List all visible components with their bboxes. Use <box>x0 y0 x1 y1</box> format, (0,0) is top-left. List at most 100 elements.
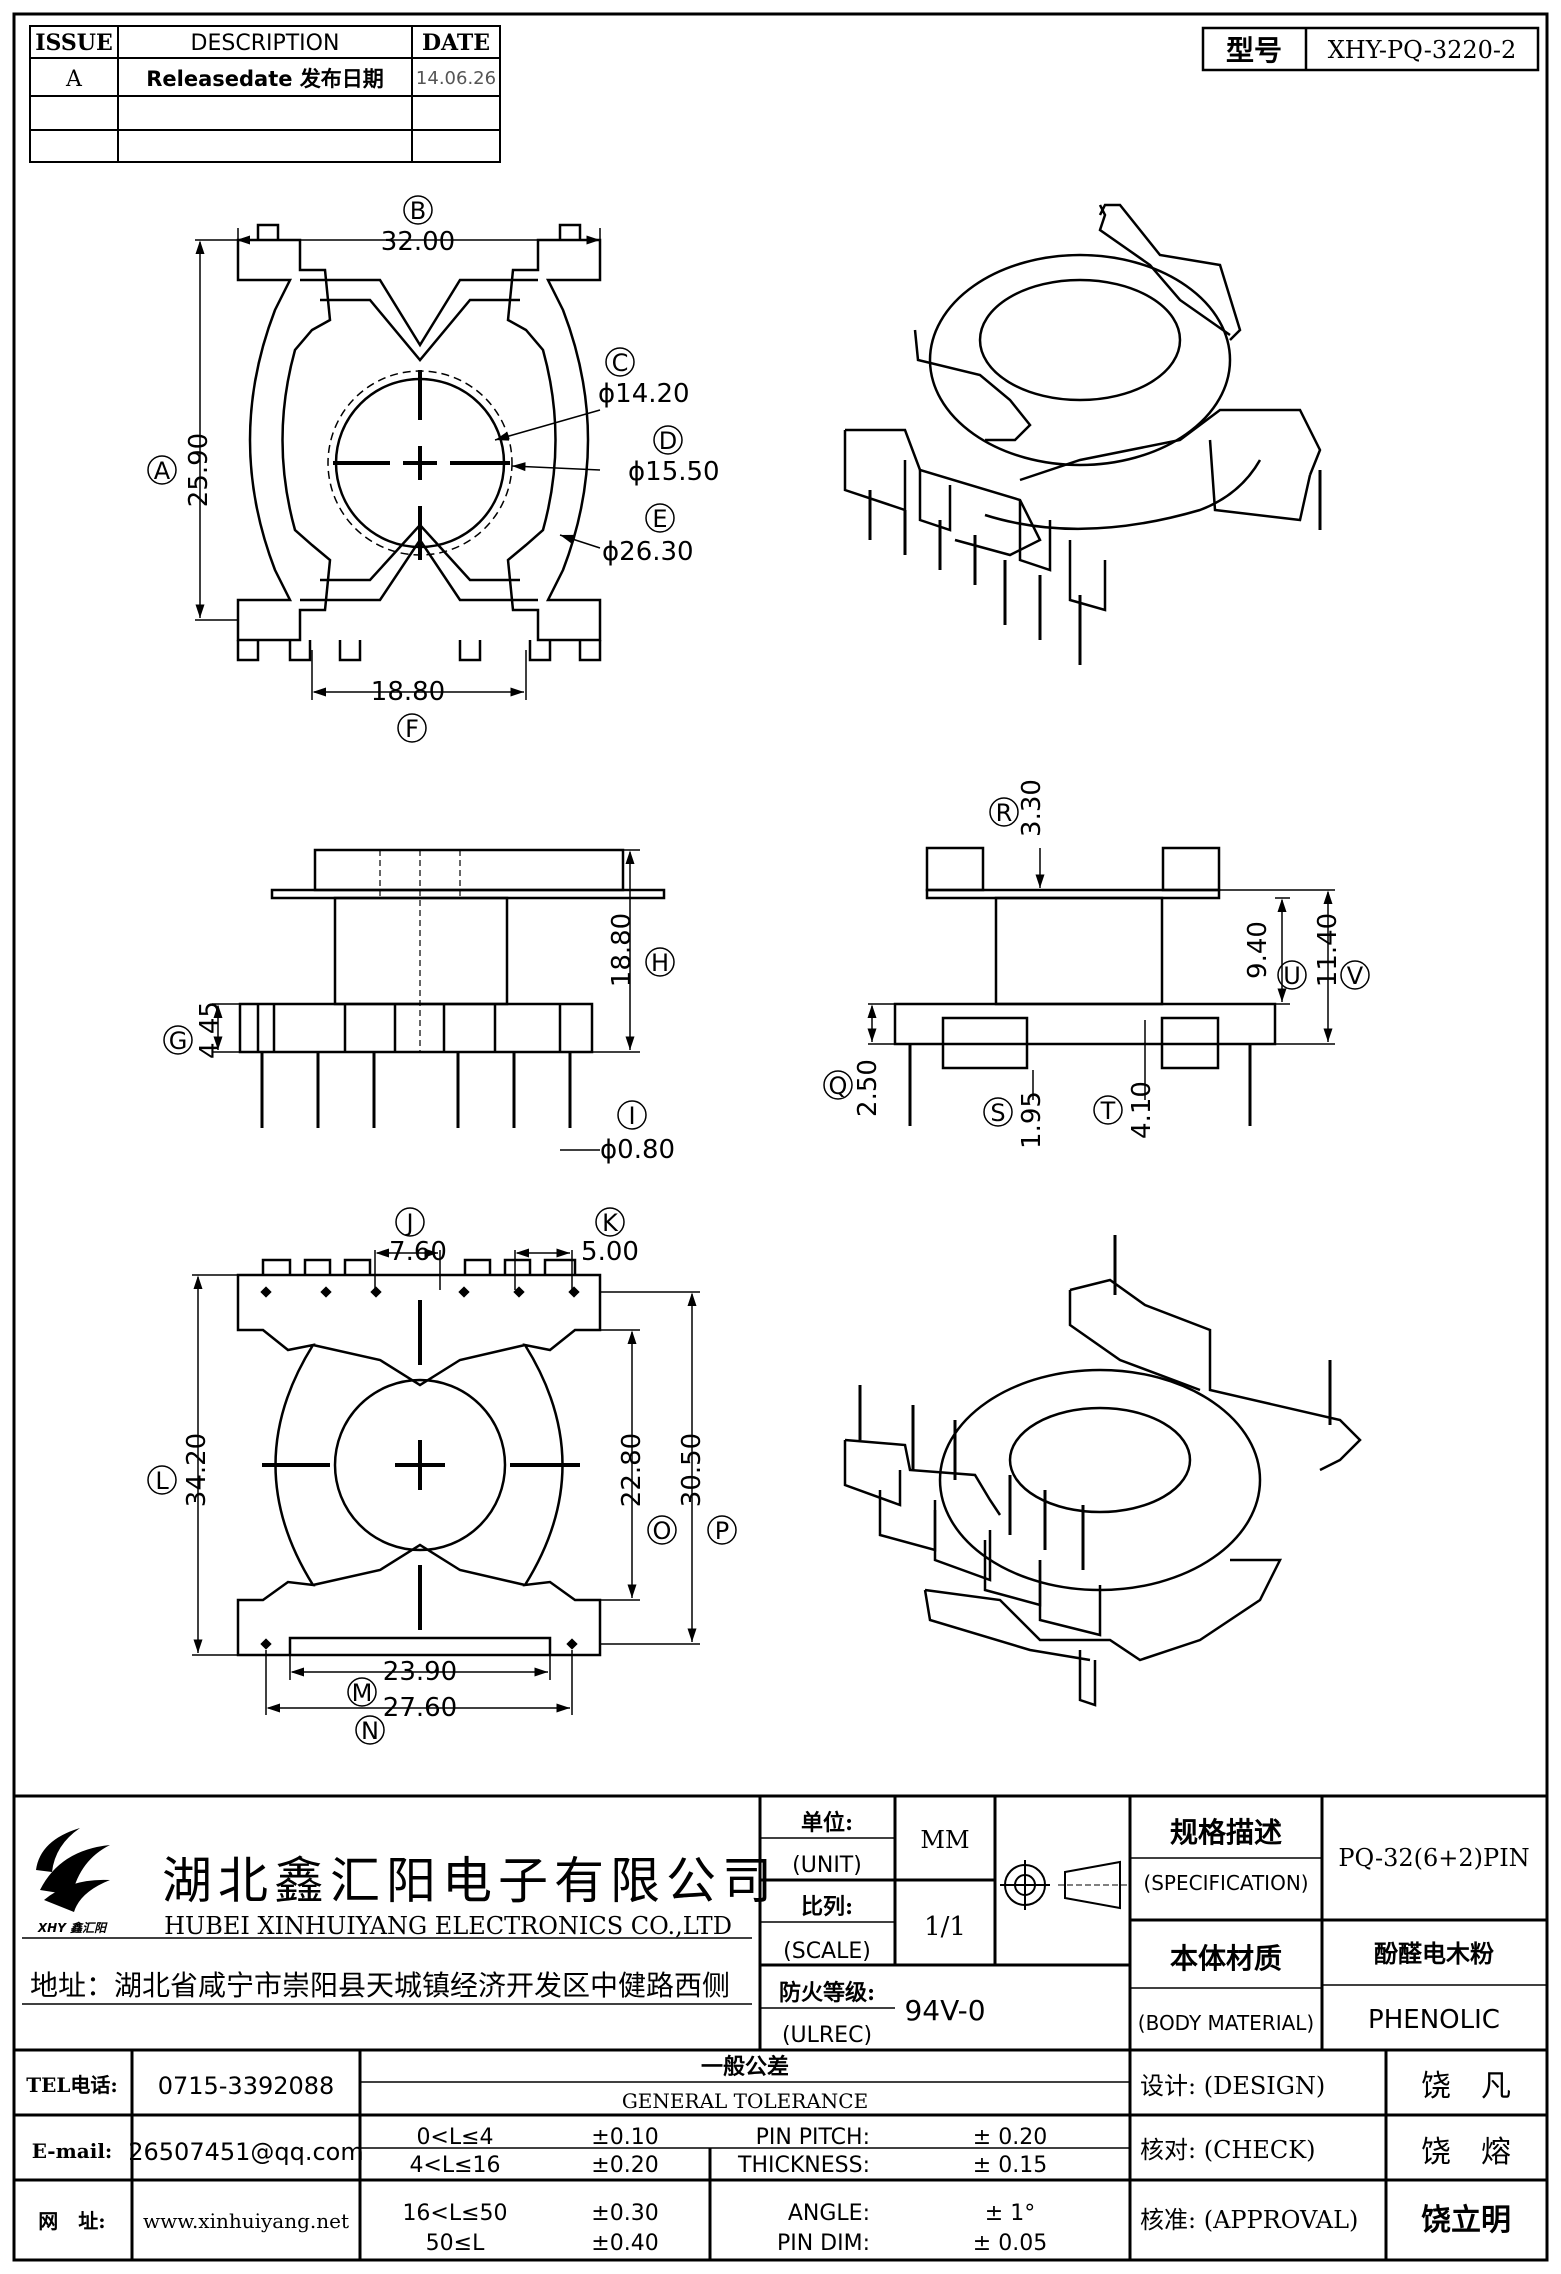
iso-view-bottom-pins <box>858 1235 1332 1570</box>
title-block-thin <box>22 1837 1547 2149</box>
dim-bottom-height-o: 22.80 <box>617 1433 647 1507</box>
company-logo <box>36 1828 110 1912</box>
material-label: 本体材质 <box>1170 1942 1282 1975</box>
tol-other-label-4: PIN DIM: <box>777 2231 870 2256</box>
dim-bottom-height-l: 34.20 <box>182 1433 212 1507</box>
tag-m: M <box>352 1679 373 1707</box>
tol-other-value-3: ± 1° <box>985 2201 1035 2226</box>
model-box <box>1201 26 1540 72</box>
company-address: 地址：湖北省咸宁市崇阳县天城镇经济开发区中健路西侧 <box>30 1969 730 2002</box>
top-view <box>236 223 602 662</box>
dim-side-pin-b: 4.10 <box>1127 1081 1157 1139</box>
top-view-centerlines <box>333 370 510 560</box>
material-label-en: (BODY MATERIAL) <box>1138 2011 1314 2035</box>
rev-description-a: Releasedate 发布日期 <box>146 67 384 91</box>
scale-label-en: (SCALE) <box>783 1939 871 1964</box>
dim-front-base: 4.45 <box>195 1001 225 1059</box>
dim-side-base: 2.50 <box>853 1059 883 1117</box>
scale-value: 1/1 <box>924 1912 966 1942</box>
projection-symbol-icon <box>1000 1860 1128 1910</box>
front-view-pins <box>260 1052 572 1128</box>
tol-value-2: ±0.20 <box>591 2153 658 2178</box>
iso-view-top <box>843 203 1322 612</box>
top-view-dims <box>195 228 601 700</box>
dim-top-bottom-width: 18.80 <box>371 677 445 707</box>
tol-value-3: ±0.30 <box>591 2201 658 2226</box>
iso-view-bottom <box>843 1278 1362 1707</box>
dim-front-pin: ϕ0.80 <box>600 1135 675 1165</box>
tag-i: I <box>628 1102 635 1130</box>
tag-c: C <box>612 349 629 377</box>
dim-top-height: 25.90 <box>184 433 214 507</box>
dim-bottom-pitch-j: 7.60 <box>389 1237 447 1267</box>
sheet-border <box>12 12 1549 2262</box>
dim-side-pin-a: 1.95 <box>1017 1091 1047 1149</box>
tag-n: N <box>361 1717 379 1745</box>
tag-d: D <box>659 427 677 455</box>
tag-circles-side <box>823 797 1370 1127</box>
ul-label-en: (ULREC) <box>782 2023 872 2048</box>
dim-bottom-height-p: 30.50 <box>677 1433 707 1507</box>
rev-header-issue: ISSUE <box>35 30 113 56</box>
material-value-en: PHENOLIC <box>1368 2005 1500 2035</box>
tag-circles-front <box>163 947 675 1130</box>
ul-value: 94V-0 <box>904 1994 985 2027</box>
side-view-pins <box>908 1044 1252 1126</box>
tol-other-value-2: ± 0.15 <box>973 2153 1047 2178</box>
tag-f: F <box>405 715 419 743</box>
tol-other-label-2: THICKNESS: <box>737 2153 870 2178</box>
front-view-dims <box>212 849 640 1151</box>
ul-label: 防火等级: <box>779 1980 875 2006</box>
bottom-view-pinholes <box>260 1286 580 1650</box>
tag-l: L <box>155 1467 169 1495</box>
rev-date-a: 14.06.26 <box>416 68 496 89</box>
web-value: www.xinhuiyang.net <box>143 2209 349 2233</box>
tag-j: J <box>404 1209 413 1237</box>
tag-b: B <box>410 197 426 225</box>
tol-other-label-1: PIN PITCH: <box>756 2125 870 2150</box>
dim-bottom-width-m: 23.90 <box>383 1657 457 1687</box>
signoff-check-label: 核对: (CHECK) <box>1140 2136 1316 2164</box>
dim-bottom-width-n: 27.60 <box>383 1693 457 1723</box>
spec-label-en: (SPECIFICATION) <box>1143 1871 1308 1895</box>
tol-value-4: ±0.40 <box>591 2231 658 2256</box>
spec-label: 规格描述 <box>1170 1816 1282 1849</box>
dim-front-height: 18.80 <box>607 913 637 987</box>
company-logo-text: XHY 鑫汇阳 <box>37 1921 108 1935</box>
model-label: 型号 <box>1226 34 1282 67</box>
revision-table <box>29 25 501 163</box>
signoff-approval-label: 核准: (APPROVAL) <box>1140 2206 1358 2234</box>
tag-r: R <box>996 799 1013 827</box>
bottom-view <box>236 1258 602 1657</box>
tag-p: P <box>715 1517 729 1545</box>
signoff-design-label: 设计: (DESIGN) <box>1140 2072 1325 2100</box>
side-view <box>893 846 1277 1070</box>
company-name-cn: 湖北鑫汇阳电子有限公司 <box>162 1852 778 1910</box>
tag-k: K <box>602 1209 619 1237</box>
tol-range-1: 0<L≤4 <box>416 2125 493 2150</box>
signoff-approval-name: 饶立明 <box>1421 2203 1511 2238</box>
tolerance-title-en: GENERAL TOLERANCE <box>622 2089 868 2113</box>
dim-bottom-pitch-k: 5.00 <box>581 1237 639 1267</box>
bottom-view-centerlines <box>262 1300 580 1630</box>
tag-circles-bottom <box>147 1207 737 1745</box>
tel-label: TEL电话: <box>26 2073 118 2097</box>
tag-e: E <box>652 505 667 533</box>
tolerance-title-cn: 一般公差 <box>701 2054 789 2080</box>
tol-range-4: 50≤L <box>426 2231 485 2256</box>
tag-g: G <box>169 1027 188 1055</box>
signoff-check-name: 饶 熔 <box>1421 2135 1511 2170</box>
tag-o: O <box>653 1517 672 1545</box>
email-value: 26507451@qq.com <box>128 2138 364 2166</box>
bottom-view-dims <box>192 1248 700 1715</box>
unit-label-en: (UNIT) <box>792 1853 862 1878</box>
scale-label: 比列: <box>801 1894 853 1920</box>
rev-issue-a: A <box>65 67 83 92</box>
unit-label: 单位: <box>801 1810 853 1836</box>
tol-other-label-3: ANGLE: <box>788 2201 870 2226</box>
dim-side-total: 11.40 <box>1313 913 1343 987</box>
front-view <box>238 848 666 1054</box>
tol-other-value-4: ± 0.05 <box>973 2231 1047 2256</box>
company-name-en: HUBEI XINHUIYANG ELECTRONICS CO.,LTD <box>164 1912 732 1940</box>
tag-u: U <box>1283 962 1301 990</box>
